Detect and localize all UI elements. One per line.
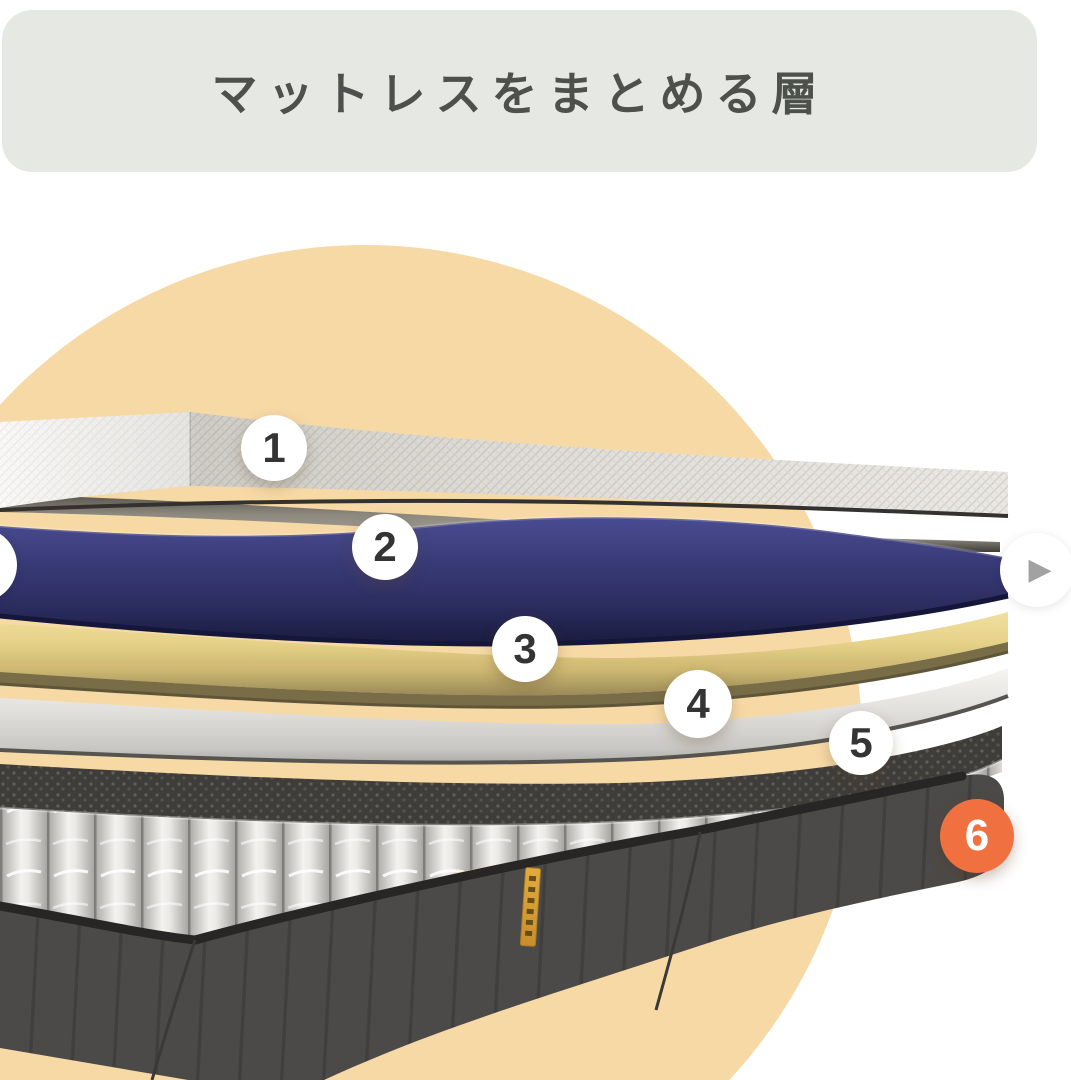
layer-badge-6: 6 <box>940 799 1014 873</box>
carousel-next-button[interactable]: ▶ <box>1000 533 1071 607</box>
layer-badge-1: 1 <box>241 415 307 481</box>
layer-foam-yellow <box>0 612 1009 709</box>
badge-label: 5 <box>849 719 873 766</box>
layer-badge-3: 3 <box>492 616 558 682</box>
page-title: マットレスをまとめる層 <box>211 68 828 120</box>
header-banner: マットレスをまとめる層 <box>2 10 1037 172</box>
badge-label: 4 <box>686 680 710 727</box>
brand-tag <box>519 867 542 947</box>
badge-label: 6 <box>964 811 990 860</box>
badge-label: 2 <box>373 523 397 570</box>
layer-support-gray <box>0 668 1009 765</box>
layer-foam-navy <box>0 515 1009 647</box>
layer-badge-5: 5 <box>829 711 893 775</box>
layer-badge-4: 4 <box>664 670 732 738</box>
badge-label: 1 <box>262 424 286 471</box>
layer-badge-2: 2 <box>352 514 418 580</box>
next-arrow-icon: ▶ <box>1028 552 1052 587</box>
layer-base <box>0 771 1004 1080</box>
badge-label: 3 <box>513 625 537 672</box>
